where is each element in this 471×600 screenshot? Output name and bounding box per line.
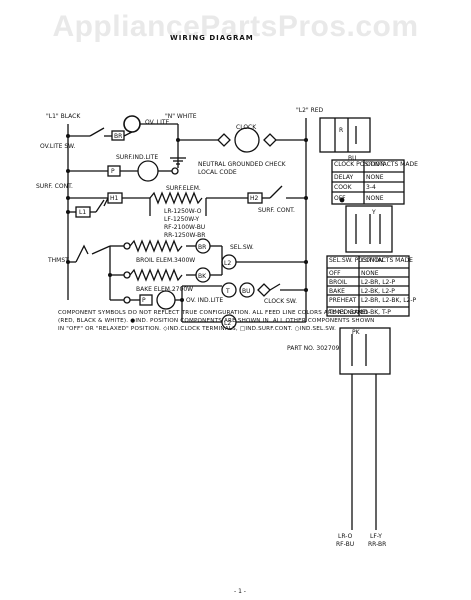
y-panel-label: Y [371, 209, 376, 216]
r-panel-label: R [339, 127, 343, 134]
footer-mark: - 1 - [234, 588, 246, 595]
p-terminal-label: P [111, 168, 115, 175]
ovlite-label: OV. LITE [145, 119, 170, 126]
neutral-check-label: NEUTRAL GROUNDED CHECK [198, 161, 287, 168]
br-terminal-label: BR [114, 133, 122, 140]
br-node-label: BR [198, 244, 206, 251]
surf-elem-label: SURF.ELEM. [166, 185, 201, 192]
clock-table-cell: DELAY [334, 174, 354, 181]
sel-table-cell: L2-BK, L2-P [361, 288, 395, 295]
pk-panel-label: PK [352, 329, 361, 336]
surf-ind-lite-label: SURF.IND.LITE [116, 154, 158, 161]
sel-table-header-2: CONTACTS MADE [361, 257, 413, 264]
rr-label: RR-1250W-BR [164, 232, 205, 239]
sel-table-cell: NONE [361, 270, 379, 277]
rf-bu-label: RF-BU [336, 541, 354, 548]
clock-table-header-2: CONTACTS MADE [366, 161, 418, 168]
l1-label: "L1" BLACK [46, 113, 81, 120]
clock-table-cell: NONE [366, 195, 384, 202]
clock-table-header-1: CLOCK POSITION [334, 161, 385, 168]
lf-label: LF-1250W-Y [164, 216, 199, 223]
sel-table-cell: L2-BR, L2-BK, L2-P [361, 297, 417, 304]
ov-ind-lite-label: OV. IND.LITE [186, 297, 223, 304]
diagram-title: WIRING DIAGRAM [170, 34, 254, 42]
local-code-label: LOCAL CODE [198, 169, 237, 176]
clock-table-cell: NONE [366, 174, 384, 181]
l2-node-label: L2 [224, 260, 231, 267]
rr-br-label: RR-BR [368, 541, 386, 548]
watermark: AppliancePartsPros.com [52, 10, 419, 43]
sel-sw-label: SEL.SW. [230, 244, 254, 251]
sel-table-cell: BAKE [329, 288, 345, 295]
thmst-label: THMST [47, 257, 69, 264]
lr-o-label: LR-O [338, 533, 353, 540]
lr-label: LR-1250W-O [164, 208, 202, 215]
sel-table-cell: BROIL [329, 279, 348, 286]
clock-sw-label: CLOCK SW. [264, 298, 297, 305]
rf-label: RF-2100W-BU [164, 224, 205, 231]
l2-bottom-node-label: L2 [224, 320, 231, 327]
lf-y-label: LF-Y [370, 533, 382, 540]
surf-cont-right-label: SURF. CONT. [258, 207, 295, 214]
clock-label: CLOCK [236, 124, 257, 131]
sel-table-cell: TIMED BAKE [328, 309, 366, 316]
sel-table-cell: PREHEAT [329, 297, 357, 304]
bu-panel-label: BU [348, 155, 357, 162]
clock-table-cell: OFF [334, 195, 346, 202]
diagram-note: COMPONENT SYMBOLS DO NOT REFLECT TRUE CO… [58, 310, 375, 332]
bu-node-label: BU [242, 288, 251, 295]
bk-node-label: BK [198, 273, 207, 280]
clock-table-cell: 3-4 [366, 184, 376, 191]
l2-label: "L2" RED [296, 107, 324, 114]
sel-table-cell: L2-BR, L2-P [361, 279, 396, 286]
p-bake-terminal-label: P [142, 297, 146, 304]
neutral-label: "N" WHITE [165, 113, 197, 120]
part-number: PART NO. 302709 [287, 345, 340, 352]
l1-box-label: L1 [79, 209, 86, 216]
h1-label: H1 [110, 195, 119, 202]
sel-table-cell: OFF [329, 270, 341, 277]
bake-elem-label: BAKE ELEM.2700W [136, 286, 193, 293]
sel-table-cell: L1-BK, T-P [361, 309, 391, 316]
clock-table-cell: COOK [334, 184, 353, 191]
broil-elem-label: BROIL ELEM.3400W [136, 257, 195, 264]
t-node-label: T [225, 288, 230, 295]
surf-cont-left-label: SURF. CONT. [36, 183, 73, 190]
ovlite-sw-label: OV.LITE SW. [40, 143, 75, 150]
sel-table-header-1: SEL.SW. POSITION [329, 257, 383, 264]
h2-label: H2 [250, 195, 259, 202]
